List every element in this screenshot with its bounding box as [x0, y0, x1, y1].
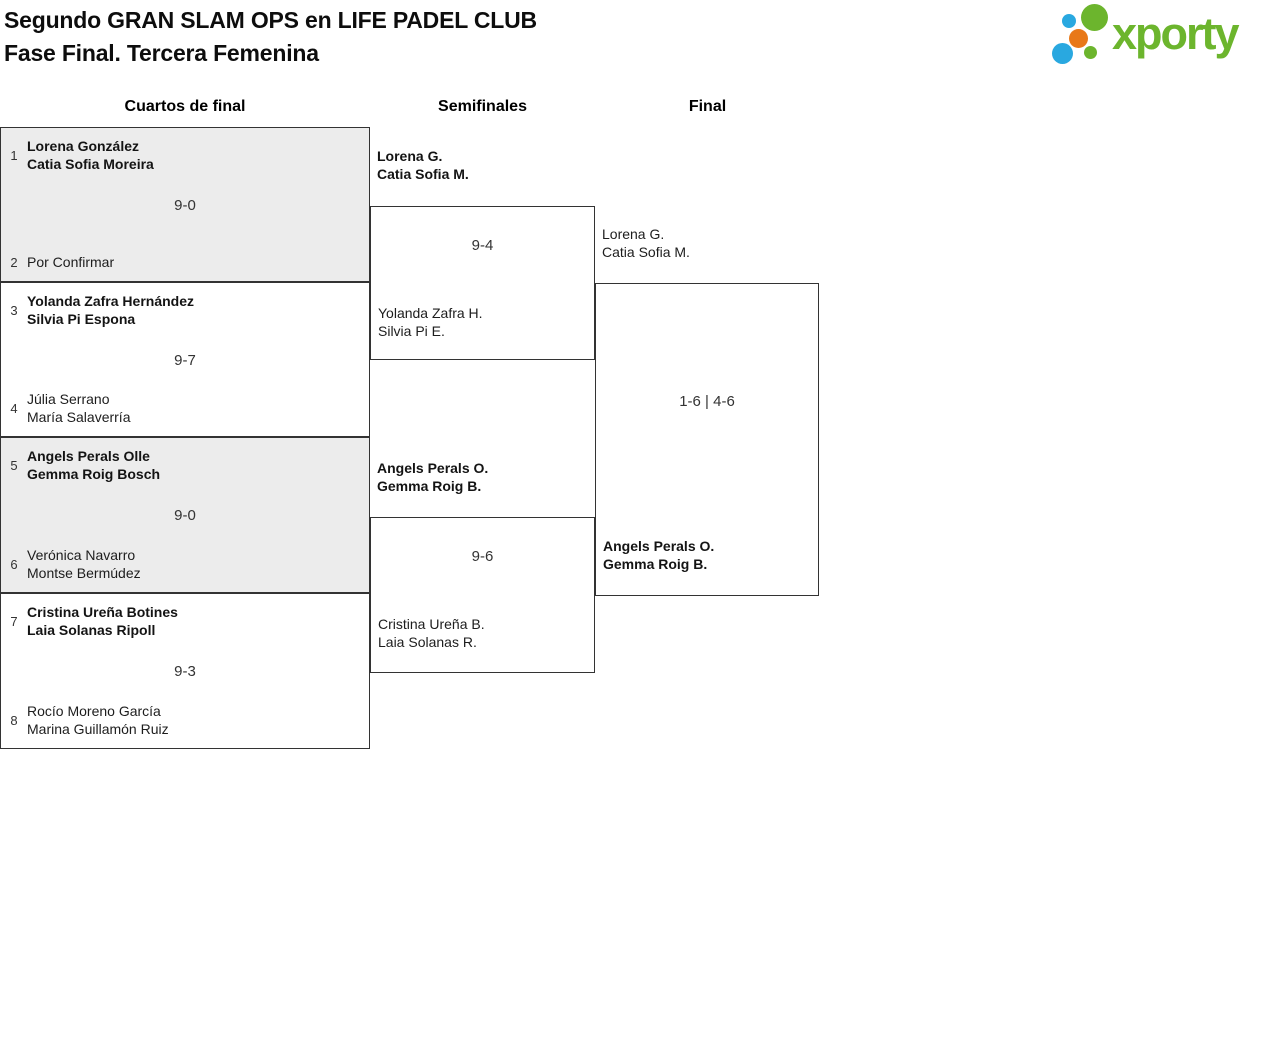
- qf2-team-bottom: 4 Júlia Serrano María Salaverría: [1, 390, 369, 426]
- match-score: 9-4: [471, 237, 494, 254]
- final-score: 1-6 | 4-6: [679, 393, 735, 410]
- tournament-title-line1: Segundo GRAN SLAM OPS en LIFE PADEL CLUB: [4, 7, 537, 33]
- seed-number: 7: [10, 613, 18, 629]
- team-name: Cristina Ureña Botines Laia Solanas Ripo…: [27, 604, 178, 638]
- match-score: 9-6: [471, 548, 494, 565]
- logo-dot-blue-large-icon: [1052, 43, 1073, 64]
- team-name: Júlia Serrano María Salaverría: [27, 391, 131, 425]
- final-match[interactable]: 1-6 | 4-6 Angels Perals O. Gemma Roig B.: [595, 283, 819, 596]
- qf-match-2[interactable]: 3 Yolanda Zafra Hernández Silvia Pi Espo…: [0, 282, 370, 437]
- seed-number: 8: [10, 712, 18, 728]
- logo-dot-green-large-icon: [1081, 4, 1108, 31]
- sf2-advancing-team: Angels Perals O. Gemma Roig B.: [377, 460, 489, 494]
- sf2-team-bottom: Cristina Ureña B. Laia Solanas R.: [378, 616, 485, 650]
- sf1-team-bottom: Yolanda Zafra H. Silvia Pi E.: [378, 305, 483, 339]
- qf2-team-top: 3 Yolanda Zafra Hernández Silvia Pi Espo…: [1, 292, 369, 328]
- xporty-logo[interactable]: xporty: [1048, 0, 1280, 80]
- qf-match-4[interactable]: 7 Cristina Ureña Botines Laia Solanas Ri…: [0, 593, 370, 749]
- team-name: Verónica Navarro Montse Bermúdez: [27, 547, 141, 581]
- qf4-team-bottom: 8 Rocío Moreno García Marina Guillamón R…: [1, 702, 369, 738]
- team-name: Rocío Moreno García Marina Guillamón Rui…: [27, 703, 169, 737]
- logo-dot-green-small-icon: [1084, 46, 1097, 59]
- sf-match-1[interactable]: 9-4 Yolanda Zafra H. Silvia Pi E.: [370, 206, 595, 360]
- team-name: Lorena González Catia Sofia Moreira: [27, 138, 154, 172]
- logo-dot-orange-icon: [1069, 29, 1088, 48]
- team-name: Yolanda Zafra Hernández Silvia Pi Espona: [27, 293, 195, 327]
- match-score: 9-7: [174, 352, 196, 369]
- match-score: 9-3: [174, 663, 196, 680]
- team-name: Por Confirmar: [27, 254, 115, 270]
- seed-number: 2: [10, 254, 18, 270]
- qf3-team-top: 5 Angels Perals Olle Gemma Roig Bosch: [1, 447, 369, 483]
- sf-match-2[interactable]: 9-6 Cristina Ureña B. Laia Solanas R.: [370, 517, 595, 673]
- seed-number: 3: [10, 302, 18, 318]
- tournament-title: Segundo GRAN SLAM OPS en LIFE PADEL CLUB…: [4, 4, 537, 70]
- qf4-team-top: 7 Cristina Ureña Botines Laia Solanas Ri…: [1, 603, 369, 639]
- champion-team: Angels Perals O. Gemma Roig B.: [603, 538, 715, 572]
- round-header-final: Final: [688, 98, 727, 115]
- sf1-advancing-team: Lorena G. Catia Sofia M.: [377, 148, 469, 182]
- match-score: 9-0: [174, 197, 196, 214]
- qf3-team-bottom: 6 Verónica Navarro Montse Bermúdez: [1, 546, 369, 582]
- seed-number: 1: [10, 147, 18, 163]
- qf-match-1[interactable]: 1 Lorena González Catia Sofia Moreira 9-…: [0, 127, 370, 282]
- match-score: 9-0: [174, 507, 196, 524]
- round-header-semifinals: Semifinales: [438, 98, 527, 115]
- seed-number: 5: [10, 457, 18, 473]
- tournament-title-line2: Fase Final. Tercera Femenina: [4, 40, 319, 66]
- seed-number: 4: [10, 400, 18, 416]
- qf-match-3[interactable]: 5 Angels Perals Olle Gemma Roig Bosch 9-…: [0, 437, 370, 593]
- qf1-team-bottom: 2 Por Confirmar: [1, 253, 369, 271]
- team-name: Angels Perals Olle Gemma Roig Bosch: [27, 448, 161, 482]
- final-team-top: Lorena G. Catia Sofia M.: [602, 226, 690, 260]
- logo-wordmark: xporty: [1112, 8, 1240, 59]
- logo-dot-blue-small-icon: [1062, 14, 1076, 28]
- round-header-quarterfinals: Cuartos de final: [124, 98, 246, 115]
- qf1-team-top: 1 Lorena González Catia Sofia Moreira: [1, 137, 369, 173]
- seed-number: 6: [10, 556, 18, 572]
